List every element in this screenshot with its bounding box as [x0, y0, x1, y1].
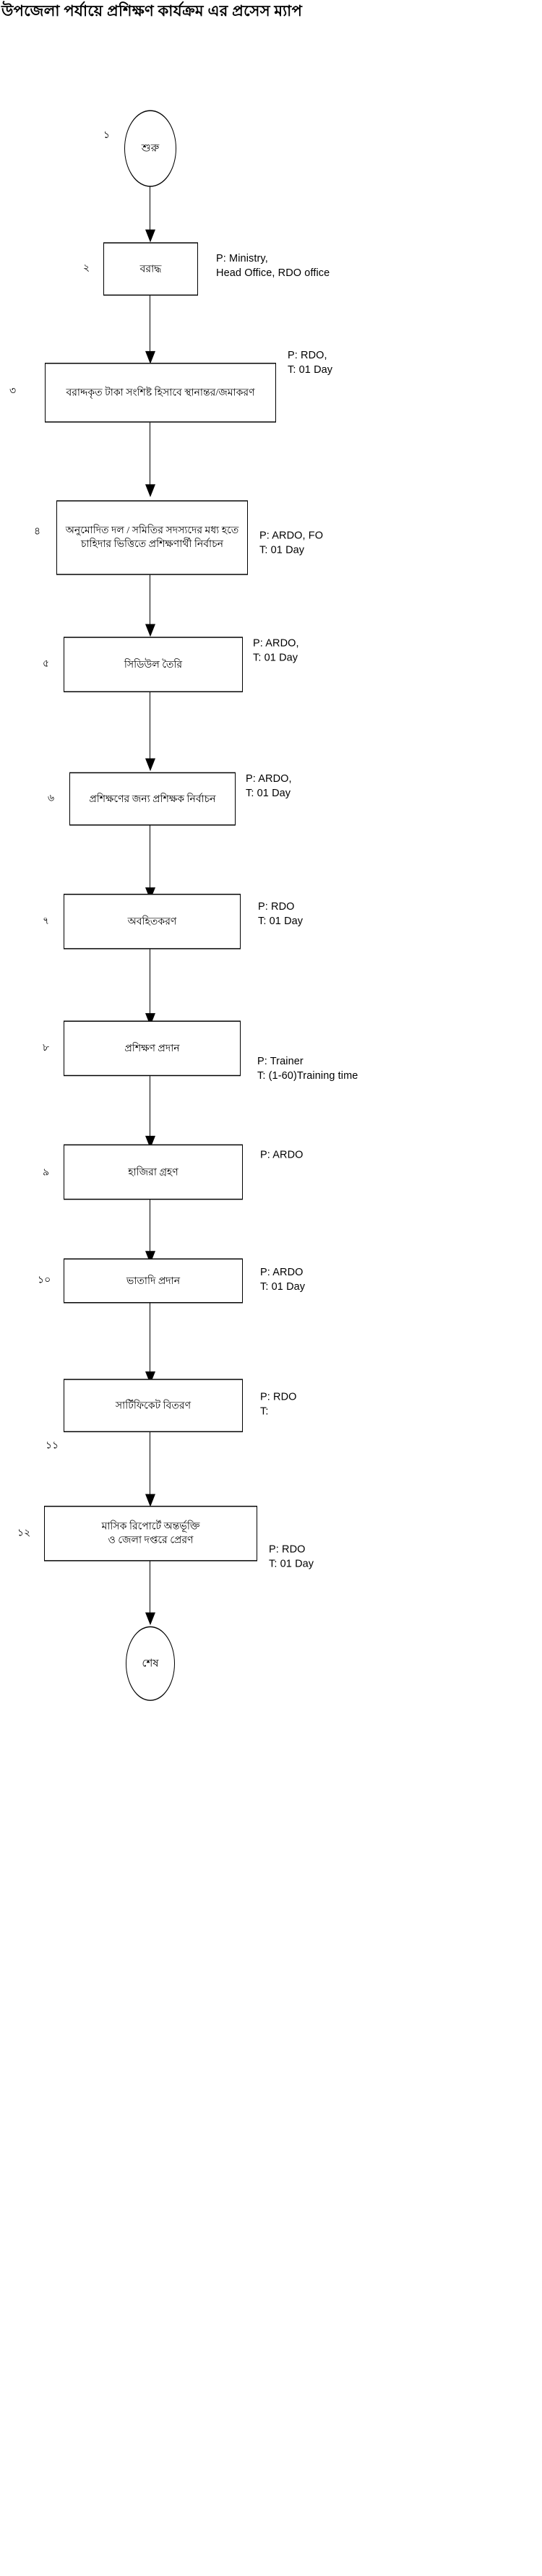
flow-node-step-2[interactable]: বরাদ্ধ: [103, 242, 198, 296]
annotation-step-3: P: RDO, T: 01 Day: [288, 350, 333, 376]
step-number-6: ৬: [48, 793, 55, 804]
flow-node-step-4[interactable]: অনুমোদিত দল / সমিতির সদস্যদের মধ্য হতে চ…: [56, 500, 248, 575]
step-number-9: ৯: [43, 1167, 50, 1179]
step-number-11: ১১: [46, 1440, 59, 1452]
flow-node-end-label: শেষ: [142, 1657, 159, 1669]
flow-node-step-12[interactable]: মাসিক রিপোর্টে অন্তর্ভূক্তি ও জেলা দপ্তর…: [44, 1505, 257, 1561]
flow-node-end[interactable]: শেষ: [126, 1626, 175, 1701]
flow-node-step-9[interactable]: হাজিরা গ্রহণ: [64, 1144, 243, 1200]
annotation-step-4: P: ARDO, FO T: 01 Day: [259, 530, 324, 556]
arrowhead-4-to-5: [145, 624, 155, 637]
flow-node-step-11-label: সার্টিফিকেট বিতরণ: [115, 1400, 192, 1411]
flow-node-step-4-label: অনুমোদিত দল / সমিতির সদস্যদের মধ্য হতে চ…: [65, 525, 239, 551]
flow-node-step-8[interactable]: প্রশিক্ষণ প্রদান: [64, 1020, 241, 1077]
annotation-step-12: P: RDO T: 01 Day: [269, 1543, 314, 1570]
flow-node-step-5[interactable]: সিডিউল তৈরি: [64, 637, 243, 693]
arrowhead-3-to-4: [145, 484, 155, 498]
annotation-step-11: P: RDO T:: [260, 1391, 297, 1418]
annotation-step-10: P: ARDO T: 01 Day: [260, 1267, 306, 1293]
arrowhead-5-to-6: [145, 758, 155, 772]
flow-node-step-7-label: অবহিতকরণ: [127, 916, 177, 927]
flow-node-step-3[interactable]: বরাদ্দকৃত টাকা সংশিষ্ট হিসাবে স্থানান্তর…: [45, 363, 276, 423]
arrowhead-12-to-end: [145, 1612, 155, 1626]
step-number-7: ৭: [43, 916, 50, 927]
flow-node-step-12-label: মাসিক রিপোর্টে অন্তর্ভূক্তি ও জেলা দপ্তর…: [101, 1521, 200, 1546]
arrowhead-2-to-3: [145, 350, 155, 364]
flow-node-step-10[interactable]: ভাতাদি প্রদান: [64, 1258, 243, 1304]
annotation-step-8: P: Trainer T: (1-60)Training time: [257, 1055, 358, 1082]
flow-node-step-6[interactable]: প্রশিক্ষণের জন্য প্রশিক্ষক নির্বাচন: [69, 772, 236, 826]
annotation-step-5: P: ARDO, T: 01 Day: [253, 637, 299, 664]
flow-node-step-5-label: সিডিউল তৈরি: [124, 659, 183, 671]
annotation-step-7: P: RDO T: 01 Day: [258, 900, 304, 927]
arrowhead-11-to-12: [145, 1494, 155, 1507]
flow-node-step-8-label: প্রশিক্ষণ প্রদান: [124, 1043, 180, 1054]
flow-node-step-9-label: হাজিরা গ্রহণ: [128, 1166, 178, 1178]
flow-node-step-10-label: ভাতাদি প্রদান: [126, 1275, 181, 1287]
flow-node-step-7[interactable]: অবহিতকরণ: [64, 893, 241, 949]
step-number-10: ১০: [38, 1275, 51, 1286]
step-number-3: ৩: [9, 385, 17, 397]
flow-node-step-11[interactable]: সার্টিফিকেট বিতরণ: [64, 1379, 243, 1433]
step-number-2: ২: [83, 263, 90, 275]
arrowhead-1-to-2: [145, 229, 155, 243]
annotation-step-6: P: ARDO, T: 01 Day: [246, 772, 292, 799]
annotation-step-2: P: Ministry, Head Office, RDO office: [216, 252, 330, 279]
step-number-12: ১২: [17, 1528, 31, 1539]
step-number-5: ৫: [43, 658, 50, 670]
flow-node-step-3-label: বরাদ্দকৃত টাকা সংশিষ্ট হিসাবে স্থানান্তর…: [66, 387, 255, 398]
flow-node-step-2-label: বরাদ্ধ: [139, 263, 162, 275]
step-number-4: ৪: [34, 526, 41, 538]
flow-node-start-label: শুরু: [141, 142, 160, 155]
page-title: উপজেলা পর্যায়ে প্রশিক্ষণ কার্যক্রম এর প…: [1, 2, 303, 20]
annotation-step-9: P: ARDO: [260, 1149, 304, 1161]
flowchart-canvas: শুরু ১ বরাদ্ধ ২ P: Ministry, Head Office…: [0, 40, 542, 2576]
flow-node-step-6-label: প্রশিক্ষণের জন্য প্রশিক্ষক নির্বাচন: [89, 793, 216, 805]
step-number-8: ৮: [43, 1042, 50, 1054]
step-number-1: ১: [103, 129, 111, 141]
flow-node-start[interactable]: শুরু: [124, 110, 176, 187]
